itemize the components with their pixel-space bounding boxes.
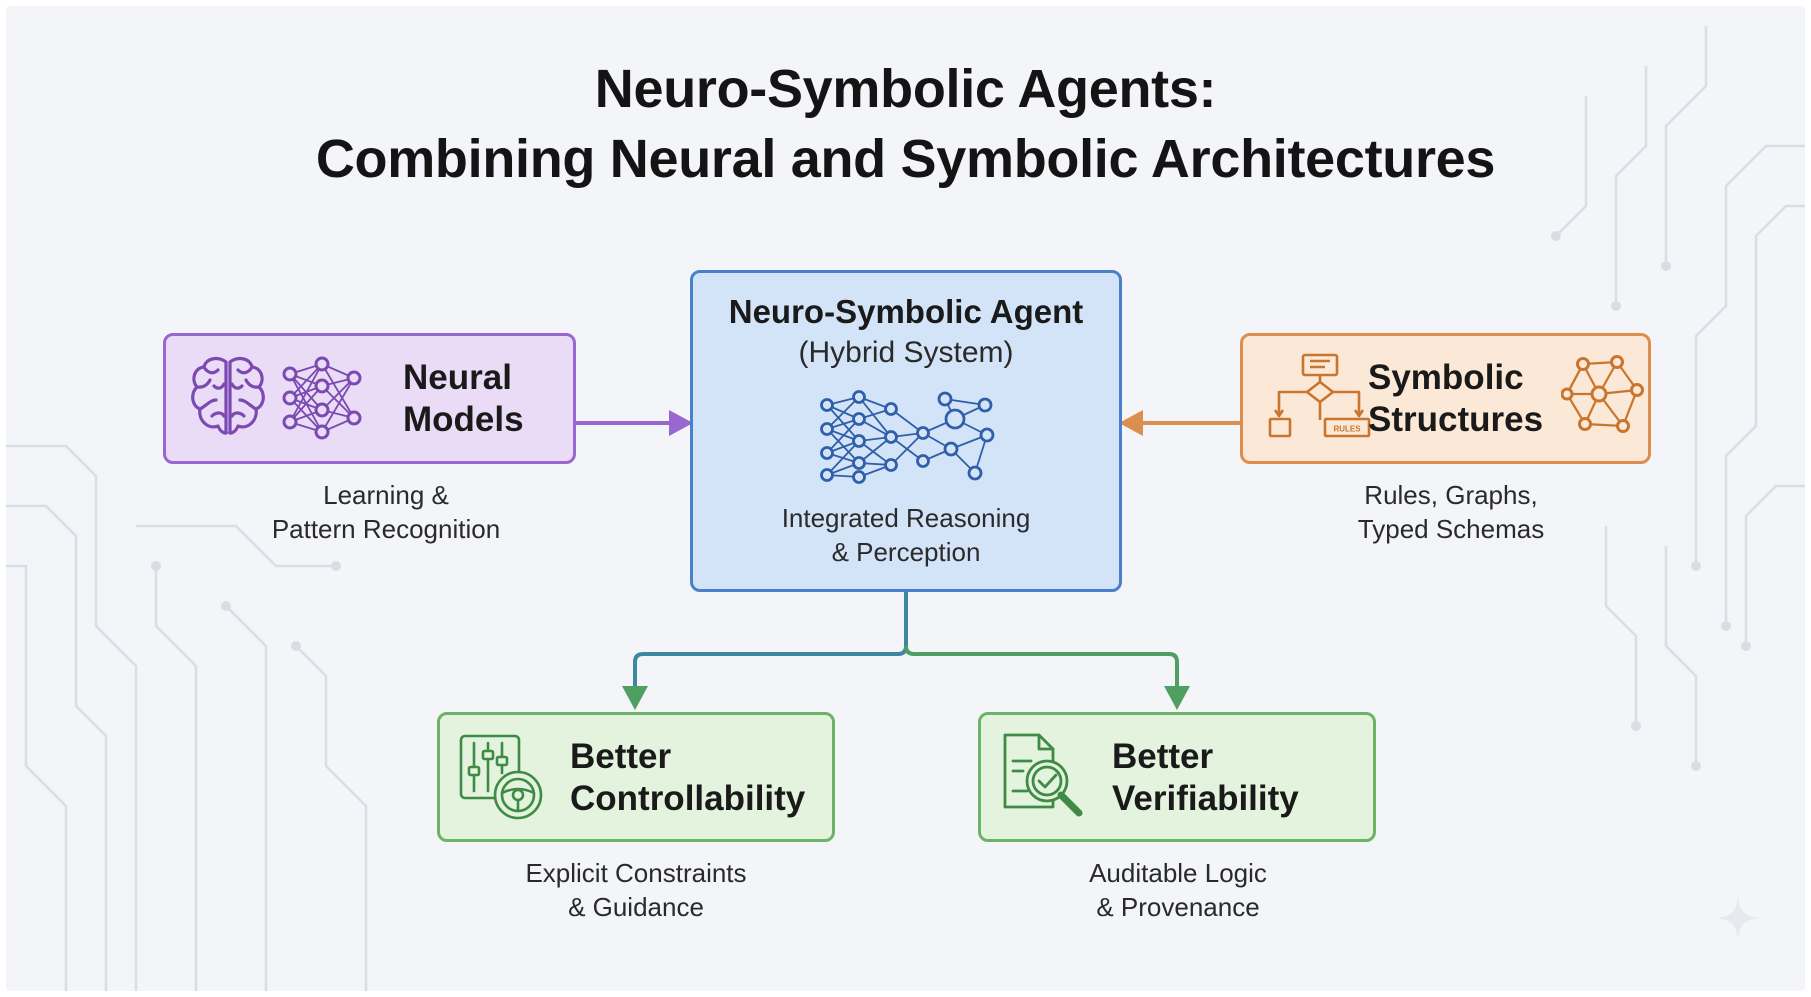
flowchart-rules-tag: RULES (1333, 425, 1361, 434)
neural-models-label: Neural Models (403, 357, 524, 441)
verifiability-caption-line2: & Provenance (1096, 892, 1260, 922)
symbolic-structures-label-line2: Structures (1368, 400, 1544, 439)
sparkle-icon (1716, 896, 1760, 940)
brain-icon (191, 356, 265, 435)
graph-icon (1561, 355, 1644, 433)
better-controllability-label-line2: Controllability (570, 779, 806, 818)
flowchart-icon: RULES (1268, 353, 1371, 438)
neuro-symbolic-agent-box: Neuro-Symbolic Agent (Hybrid System) Int… (690, 270, 1122, 592)
better-verifiability-box: Better Verifiability (978, 712, 1376, 842)
verify-arrowhead (1164, 686, 1190, 710)
better-verifiability-label-line1: Better (1112, 737, 1214, 776)
agent-to-verify-connector (904, 645, 1179, 688)
diagram-title-line1: Neuro-Symbolic Agents: (594, 59, 1217, 119)
sliders-steering-icon (459, 734, 543, 820)
controllability-caption-line2: & Guidance (568, 892, 704, 922)
neural-network-icon (282, 356, 362, 440)
controllability-caption-line1: Explicit Constraints (525, 858, 747, 888)
symbolic-caption-line2: Typed Schemas (1357, 514, 1545, 544)
better-controllability-label-line1: Better (570, 737, 672, 776)
symbolic-arrowhead (1119, 410, 1143, 436)
agent-title: Neuro-Symbolic Agent (728, 293, 1084, 330)
control-arrowhead (622, 686, 648, 710)
better-controllability-caption: Explicit Constraints & Guidance (456, 856, 816, 924)
circuit-background (6, 26, 1805, 991)
agent-note-line1: Integrated Reasoning (781, 503, 1031, 533)
better-controllability-label: Better Controllability (570, 736, 805, 820)
neural-caption-line2: Pattern Recognition (271, 514, 501, 544)
hybrid-network-icon (820, 390, 995, 484)
neural-caption-line1: Learning & (323, 480, 449, 510)
agent-note: Integrated Reasoning & Perception (693, 501, 1119, 569)
neural-arrowhead (669, 410, 693, 436)
neural-models-caption: Learning & Pattern Recognition (206, 478, 566, 546)
symbolic-caption-line1: Rules, Graphs, (1364, 480, 1538, 510)
diagram-canvas: Neuro-Symbolic Agents: Combining Neural … (6, 6, 1805, 991)
better-verifiability-caption: Auditable Logic & Provenance (998, 856, 1358, 924)
agent-subtitle: (Hybrid System) (798, 336, 1014, 369)
neural-models-label-line1: Neural (403, 358, 512, 397)
symbolic-structures-label-line1: Symbolic (1368, 358, 1524, 397)
neural-models-label-line2: Models (403, 400, 524, 439)
connector-arrows (576, 410, 1240, 710)
better-controllability-box: Better Controllability (437, 712, 835, 842)
symbolic-structures-label: Symbolic Structures (1368, 357, 1543, 441)
symbolic-structures-caption: Rules, Graphs, Typed Schemas (1271, 478, 1631, 546)
neural-models-box: Neural Models (163, 333, 576, 464)
document-magnifier-icon (1003, 733, 1083, 817)
better-verifiability-label-line2: Verifiability (1112, 779, 1299, 818)
agent-to-control-connector (633, 592, 908, 688)
better-verifiability-label: Better Verifiability (1112, 736, 1299, 820)
diagram-title-line2: Combining Neural and Symbolic Architectu… (315, 129, 1496, 189)
agent-note-line2: & Perception (831, 537, 981, 567)
symbolic-structures-box: RULES Symbolic Structures (1240, 333, 1651, 464)
verifiability-caption-line1: Auditable Logic (1089, 858, 1267, 888)
